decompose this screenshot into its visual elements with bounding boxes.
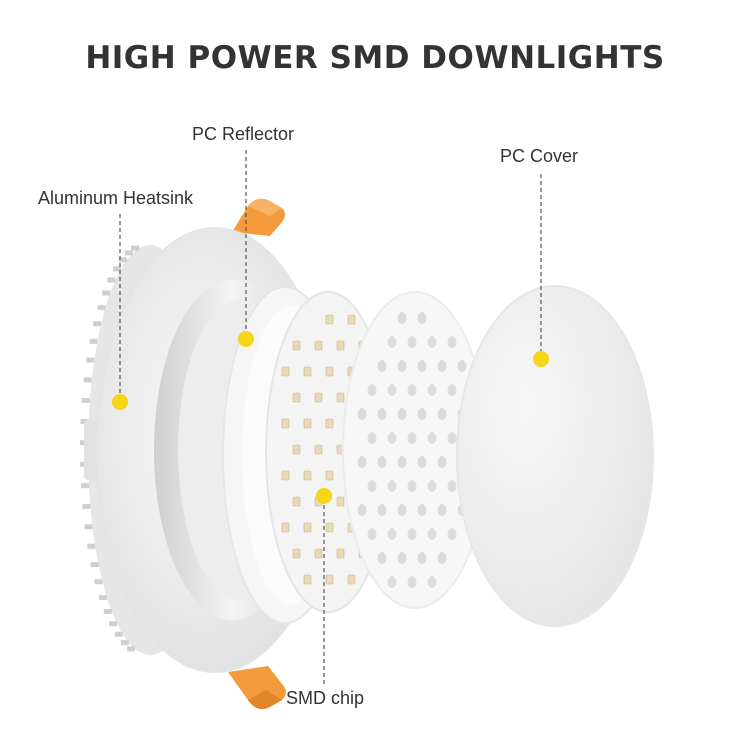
- diffuser-hole: [367, 384, 377, 396]
- diffuser-hole: [397, 456, 407, 468]
- led-chip: [292, 340, 301, 351]
- perforated-plate: [342, 291, 488, 609]
- led-chip: [325, 522, 334, 533]
- diffuser-hole: [397, 312, 407, 324]
- diffuser-hole: [377, 408, 387, 420]
- label-pc-cover: PC Cover: [500, 146, 579, 166]
- diffuser-hole: [447, 336, 457, 348]
- diffuser-hole: [387, 576, 397, 588]
- diffuser-hole: [417, 408, 427, 420]
- diffuser-hole: [387, 336, 397, 348]
- diffuser-hole: [417, 456, 427, 468]
- diffuser-hole: [417, 552, 427, 564]
- led-chip: [281, 418, 290, 429]
- spring-clip-bottom: [228, 666, 286, 709]
- led-chip: [325, 470, 334, 481]
- label-smd-chip: SMD chip: [286, 688, 365, 708]
- diffuser-hole: [437, 552, 447, 564]
- led-chip: [303, 574, 312, 585]
- led-chip: [314, 548, 323, 559]
- diffuser-hole: [407, 432, 417, 444]
- diffuser-hole: [437, 456, 447, 468]
- diffuser-hole: [427, 432, 437, 444]
- marker-heatsink: [112, 394, 128, 410]
- marker-chip: [316, 488, 332, 504]
- diffuser-hole: [427, 480, 437, 492]
- diffuser-hole: [407, 528, 417, 540]
- diffuser-hole: [357, 504, 367, 516]
- markers: [112, 331, 549, 504]
- diffuser-hole: [427, 576, 437, 588]
- diffuser-hole: [417, 504, 427, 516]
- diffuser-hole: [377, 360, 387, 372]
- diffuser-hole: [417, 360, 427, 372]
- led-chip: [303, 470, 312, 481]
- led-chip: [336, 496, 345, 507]
- diffuser-hole: [357, 408, 367, 420]
- diffuser-hole: [407, 576, 417, 588]
- diffuser-hole: [407, 480, 417, 492]
- diffuser-hole: [447, 384, 457, 396]
- diffuser-hole: [387, 432, 397, 444]
- diffuser-hole: [457, 360, 467, 372]
- led-chip: [325, 574, 334, 585]
- diffuser-hole: [377, 504, 387, 516]
- diffuser-hole: [377, 552, 387, 564]
- diffuser-hole: [447, 432, 457, 444]
- diffuser-hole: [427, 528, 437, 540]
- diffuser-hole: [397, 504, 407, 516]
- led-chip: [314, 444, 323, 455]
- diffuser-hole: [427, 384, 437, 396]
- diffuser-hole: [417, 312, 427, 324]
- page-title: HIGH POWER SMD DOWNLIGHTS: [85, 40, 665, 76]
- led-chip: [292, 392, 301, 403]
- led-chip: [325, 366, 334, 377]
- diffuser-hole: [447, 480, 457, 492]
- led-chip: [303, 366, 312, 377]
- diffuser-hole: [427, 336, 437, 348]
- led-chip: [336, 392, 345, 403]
- led-chip: [281, 470, 290, 481]
- diffuser-hole: [357, 456, 367, 468]
- diffuser-hole: [447, 528, 457, 540]
- diffuser-hole: [367, 528, 377, 540]
- diffuser-hole: [397, 360, 407, 372]
- led-chip: [347, 574, 356, 585]
- pc-cover: [456, 285, 654, 627]
- diffuser-hole: [437, 504, 447, 516]
- diffuser-hole: [367, 480, 377, 492]
- diffuser-hole: [377, 456, 387, 468]
- led-chip: [314, 340, 323, 351]
- marker-reflector: [238, 331, 254, 347]
- led-chip: [303, 522, 312, 533]
- led-chip: [292, 548, 301, 559]
- led-chip: [281, 366, 290, 377]
- led-chip: [325, 314, 334, 325]
- led-chip: [325, 418, 334, 429]
- leader-lines: [119, 150, 542, 684]
- diffuser-hole: [437, 360, 447, 372]
- led-chip: [292, 496, 301, 507]
- diffuser-hole: [407, 384, 417, 396]
- led-chip: [303, 418, 312, 429]
- diffuser-hole: [367, 432, 377, 444]
- diffuser-hole: [407, 336, 417, 348]
- led-chip: [281, 522, 290, 533]
- diffuser-hole: [387, 480, 397, 492]
- label-pc-reflector: PC Reflector: [192, 124, 295, 144]
- diffuser-hole: [437, 408, 447, 420]
- diffuser-hole: [387, 528, 397, 540]
- led-chip: [292, 444, 301, 455]
- diffuser-hole: [397, 408, 407, 420]
- marker-cover: [533, 351, 549, 367]
- label-aluminum-heatsink: Aluminum Heatsink: [38, 188, 194, 208]
- led-chip: [347, 314, 356, 325]
- spring-clip-top: [232, 198, 285, 236]
- led-chip: [314, 392, 323, 403]
- diffuser-hole: [397, 552, 407, 564]
- diffuser-hole: [387, 384, 397, 396]
- led-chip: [336, 340, 345, 351]
- led-chip: [336, 548, 345, 559]
